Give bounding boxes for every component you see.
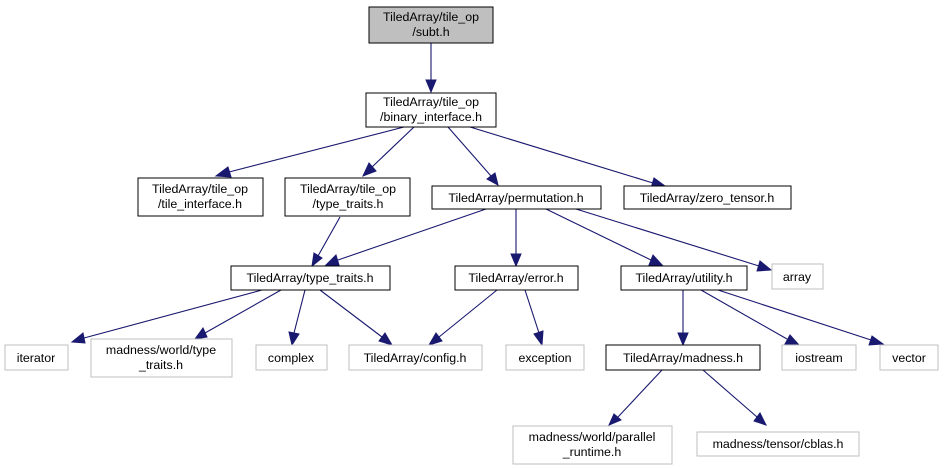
node-zero-tensor-h[interactable]: TiledArray/zero_tensor.h <box>623 185 792 210</box>
edge-madness-parallel-runtime <box>608 369 663 426</box>
node-complex[interactable]: complex <box>255 344 328 371</box>
node-label-line: /binary_interface.h <box>380 110 482 124</box>
edge-permutation-error <box>510 209 522 268</box>
node-madness-world-parallel-runtime-h[interactable]: madness/world/parallel _runtime.h <box>512 425 673 465</box>
node-label-line: iostream <box>795 351 843 365</box>
edge-type-traits-mw-type-traits <box>193 289 282 340</box>
node-label-line: madness/tensor/cblas.h <box>713 437 844 451</box>
node-subt-h[interactable]: TiledArray/tile_op /subt.h <box>368 6 494 44</box>
edge-madness-cblas <box>702 369 767 426</box>
node-label-line: iterator <box>17 351 56 365</box>
node-madness-h[interactable]: TiledArray/madness.h <box>605 344 761 371</box>
node-iostream[interactable]: iostream <box>781 344 857 371</box>
node-label-line: TiledArray/zero_tensor.h <box>640 191 775 205</box>
node-error-h[interactable]: TiledArray/error.h <box>454 265 579 291</box>
node-label-line: array <box>783 270 812 284</box>
nodes: TiledArray/tile_op /subt.h TiledArray/ti… <box>4 6 939 465</box>
node-iterator[interactable]: iterator <box>4 344 69 371</box>
edge-type-traits-iterator <box>70 289 263 344</box>
node-label-line: TiledArray/madness.h <box>623 351 743 365</box>
edge-utility-madness <box>677 290 689 347</box>
node-label-line: madness/world/parallel <box>529 430 656 444</box>
edge-type-traits-config <box>319 289 394 346</box>
node-madness-tensor-cblas-h[interactable]: madness/tensor/cblas.h <box>696 431 860 457</box>
node-label-line: TiledArray/type_traits.h <box>247 271 374 285</box>
edge-error-config <box>427 289 498 346</box>
node-vector[interactable]: vector <box>879 344 939 371</box>
node-exception[interactable]: exception <box>505 344 585 371</box>
node-label-line: TiledArray/tile_op <box>383 10 479 24</box>
node-array[interactable]: array <box>771 263 824 290</box>
node-label-line: TiledArray/config.h <box>364 351 467 365</box>
edge-permutation-array <box>575 208 773 272</box>
edge-type-traits-complex <box>288 289 306 347</box>
edge-permutation-type-traits <box>324 208 487 266</box>
node-label-line: _runtime.h <box>562 445 622 459</box>
node-label-line: TiledArray/tile_op <box>300 182 396 196</box>
node-label-line: /type_traits.h <box>313 197 384 211</box>
node-config-h[interactable]: TiledArray/config.h <box>348 344 483 371</box>
node-tile-interface-h[interactable]: TiledArray/tile_op /tile_interface.h <box>137 177 264 217</box>
node-label-line: /tile_interface.h <box>158 197 242 211</box>
edge-binary-interface-permutation <box>447 126 499 186</box>
node-label-line: TiledArray/error.h <box>468 271 563 285</box>
edge-permutation-utility <box>545 208 665 267</box>
node-label-line: exception <box>518 351 571 365</box>
node-label-line: TiledArray/tile_op <box>152 182 248 196</box>
node-madness-world-type-traits-h[interactable]: madness/world/type _traits.h <box>90 338 233 378</box>
node-label-line: vector <box>892 351 926 365</box>
node-label-line: TiledArray/tile_op <box>383 95 479 109</box>
edge-error-exception <box>524 289 544 347</box>
edge-binary-interface-tile-interface <box>214 126 405 178</box>
node-type-traits-h[interactable]: TiledArray/type_traits.h <box>230 265 391 291</box>
node-label-line: TiledArray/utility.h <box>635 271 732 285</box>
edge-subt-binary-interface <box>425 43 437 94</box>
node-label-line: madness/world/type <box>106 343 216 357</box>
edge-utility-iostream <box>700 289 801 346</box>
node-label-line: _traits.h <box>138 358 183 372</box>
node-label-line: complex <box>268 351 315 365</box>
node-utility-h[interactable]: TiledArray/utility.h <box>620 265 748 291</box>
edge-tile-op-type-traits-type-traits <box>311 216 341 268</box>
node-binary-interface-h[interactable]: TiledArray/tile_op /binary_interface.h <box>365 92 497 128</box>
edge-utility-vector <box>717 289 885 346</box>
node-permutation-h[interactable]: TiledArray/permutation.h <box>431 185 602 210</box>
edge-binary-interface-tile-op-type-traits <box>362 126 415 177</box>
node-tile-op-type-traits-h[interactable]: TiledArray/tile_op /type_traits.h <box>284 177 411 217</box>
edge-binary-interface-zero-tensor <box>469 126 667 189</box>
node-label-line: /subt.h <box>412 25 449 39</box>
node-label-line: TiledArray/permutation.h <box>448 191 583 205</box>
